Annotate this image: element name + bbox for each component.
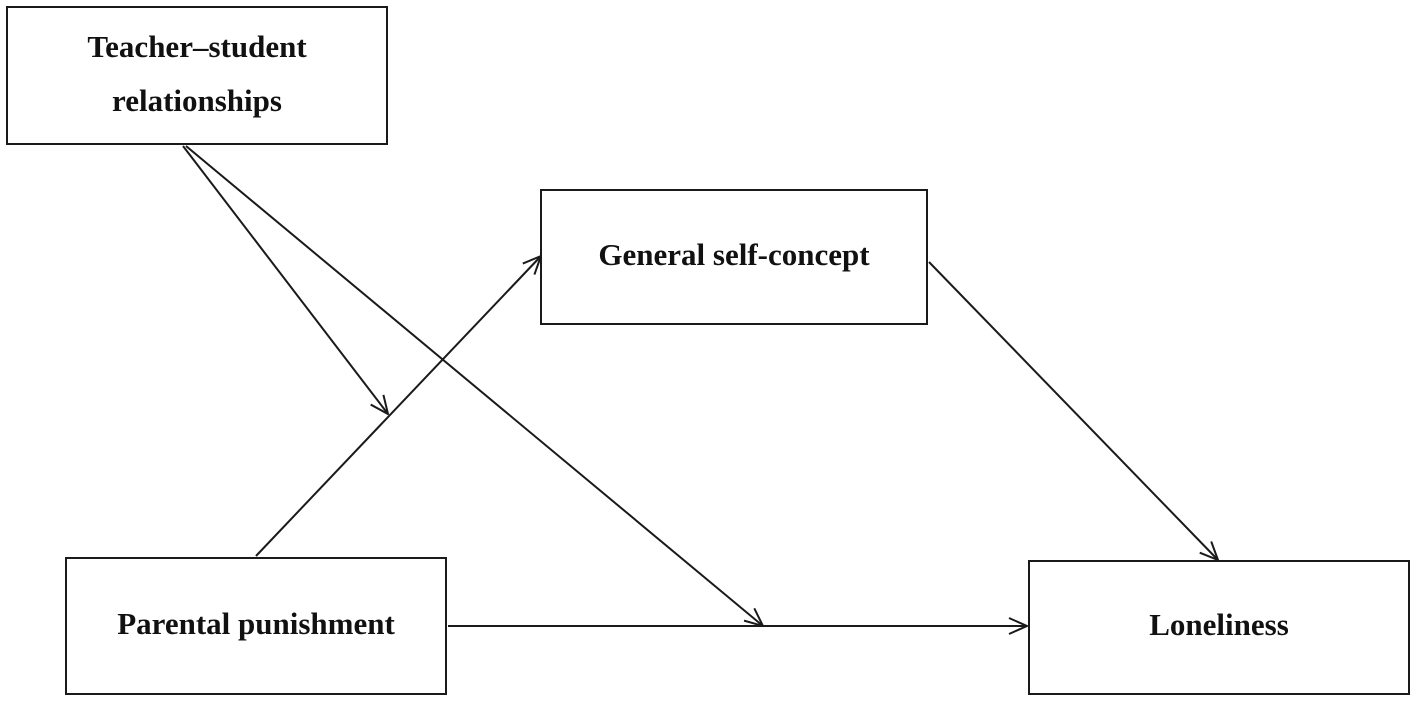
node-parental-punishment: Parental punishment [65, 557, 447, 695]
node-general-self-concept: General self-concept [540, 189, 928, 325]
node-label-line-1: Teacher–student [87, 29, 307, 64]
node-label-line-2: relationships [112, 83, 282, 118]
node-label: General self-concept [598, 237, 870, 272]
node-label: Loneliness [1149, 607, 1289, 642]
node-loneliness: Loneliness [1028, 560, 1410, 695]
edge-moderation-teacher-to-mediation-path [182, 145, 388, 414]
edge-punishment-to-self-concept [255, 256, 541, 557]
edge-self-concept-to-loneliness [928, 261, 1218, 560]
edge-moderation-teacher-to-direct-path [185, 145, 763, 626]
node-teacher-student-relationships: Teacher–student relationships [6, 6, 388, 145]
node-label: Parental punishment [117, 606, 395, 641]
